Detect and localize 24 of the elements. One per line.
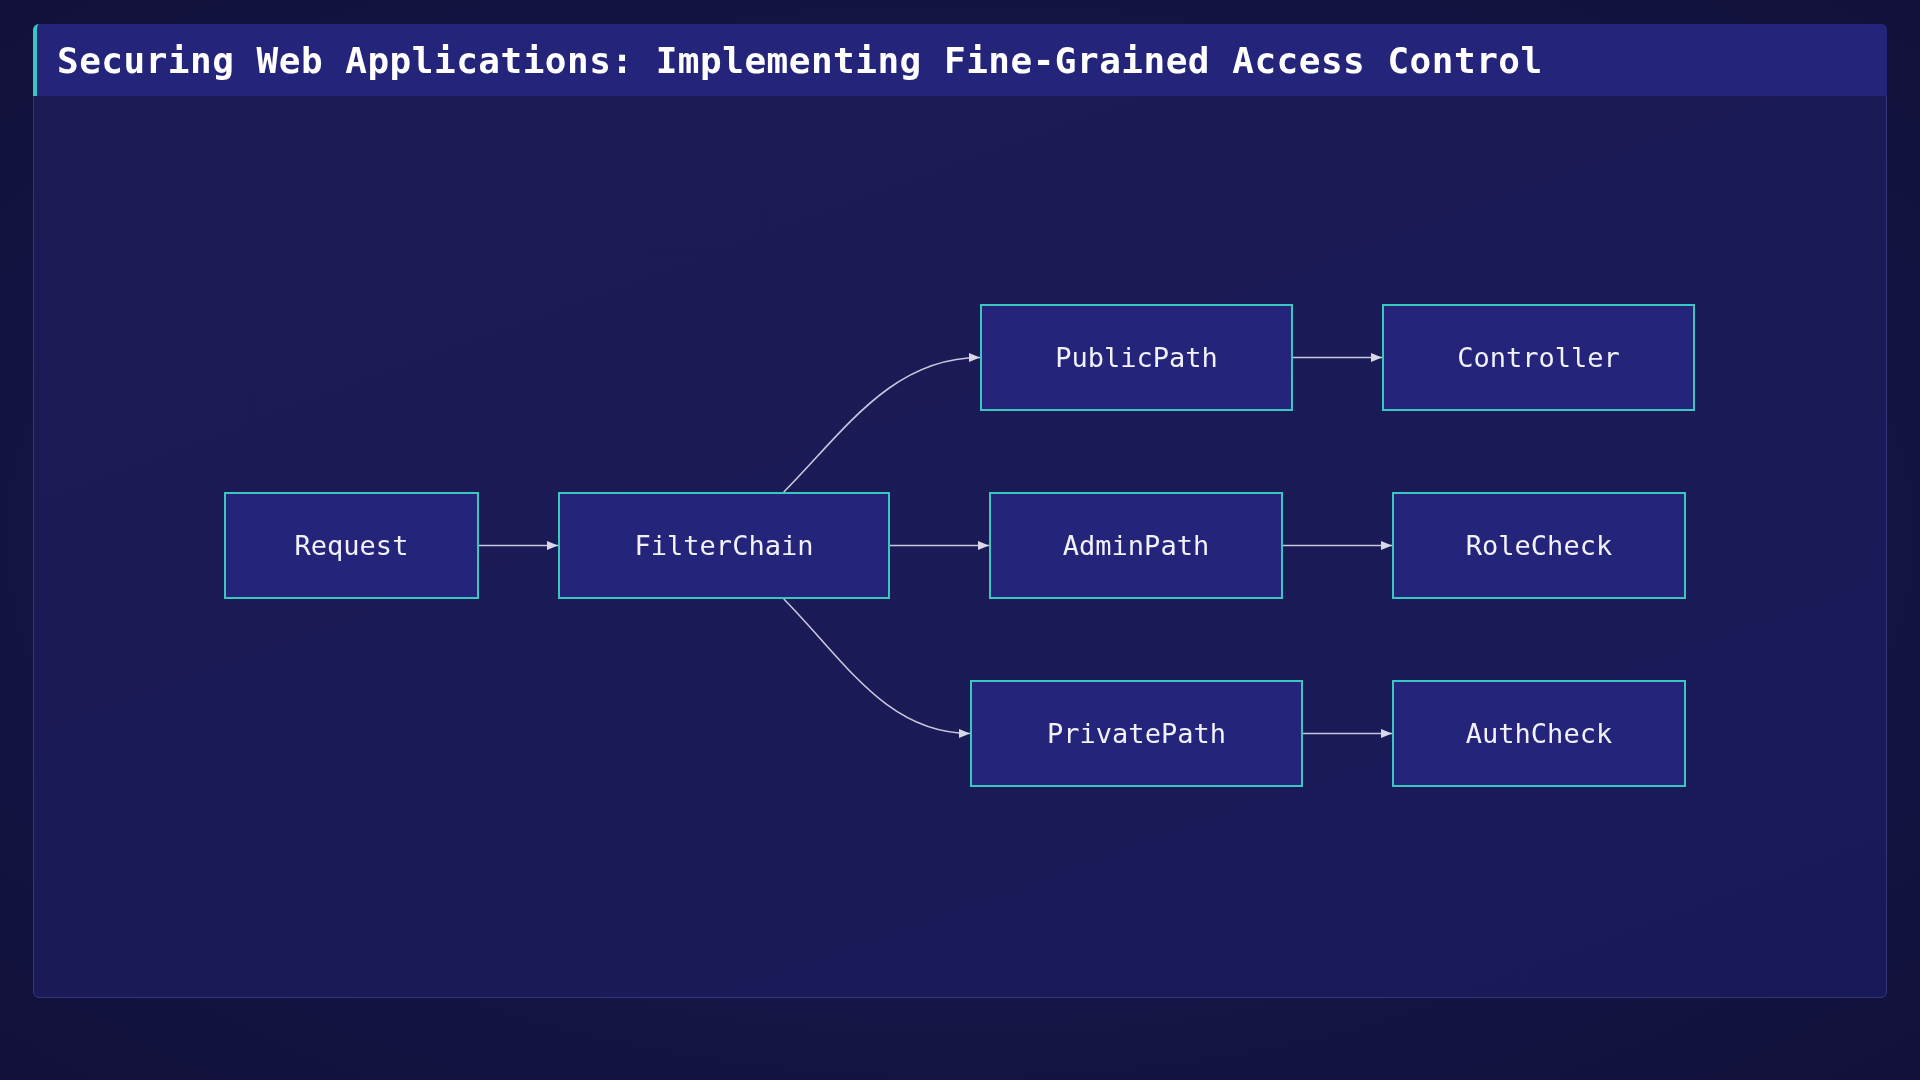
diagram-title: Securing Web Applications: Implementing Fine-Grained Access Control	[57, 39, 1543, 81]
box-label: Request	[294, 530, 409, 561]
box-label: PrivatePath	[1047, 718, 1226, 749]
box-label: AdminPath	[1062, 530, 1210, 561]
box-label: AuthCheck	[1465, 718, 1613, 749]
process-box	[1392, 492, 1686, 599]
arrow	[1302, 729, 1393, 738]
arrow	[782, 353, 981, 493]
process-box	[980, 304, 1293, 411]
arrow	[1292, 353, 1383, 362]
arrow	[478, 541, 559, 550]
box-label: RoleCheck	[1465, 530, 1613, 561]
arrow	[889, 541, 990, 550]
box-label: FilterChain	[634, 530, 814, 561]
process-box	[224, 492, 479, 599]
process-box	[989, 492, 1283, 599]
process-box	[1392, 680, 1686, 787]
arrow	[782, 598, 971, 738]
process-box	[1382, 304, 1695, 411]
process-box	[558, 492, 890, 599]
box-label: PublicPath	[1055, 342, 1218, 373]
box-label: Controller	[1457, 342, 1620, 373]
process-box	[970, 680, 1303, 787]
arrow	[1282, 541, 1393, 550]
